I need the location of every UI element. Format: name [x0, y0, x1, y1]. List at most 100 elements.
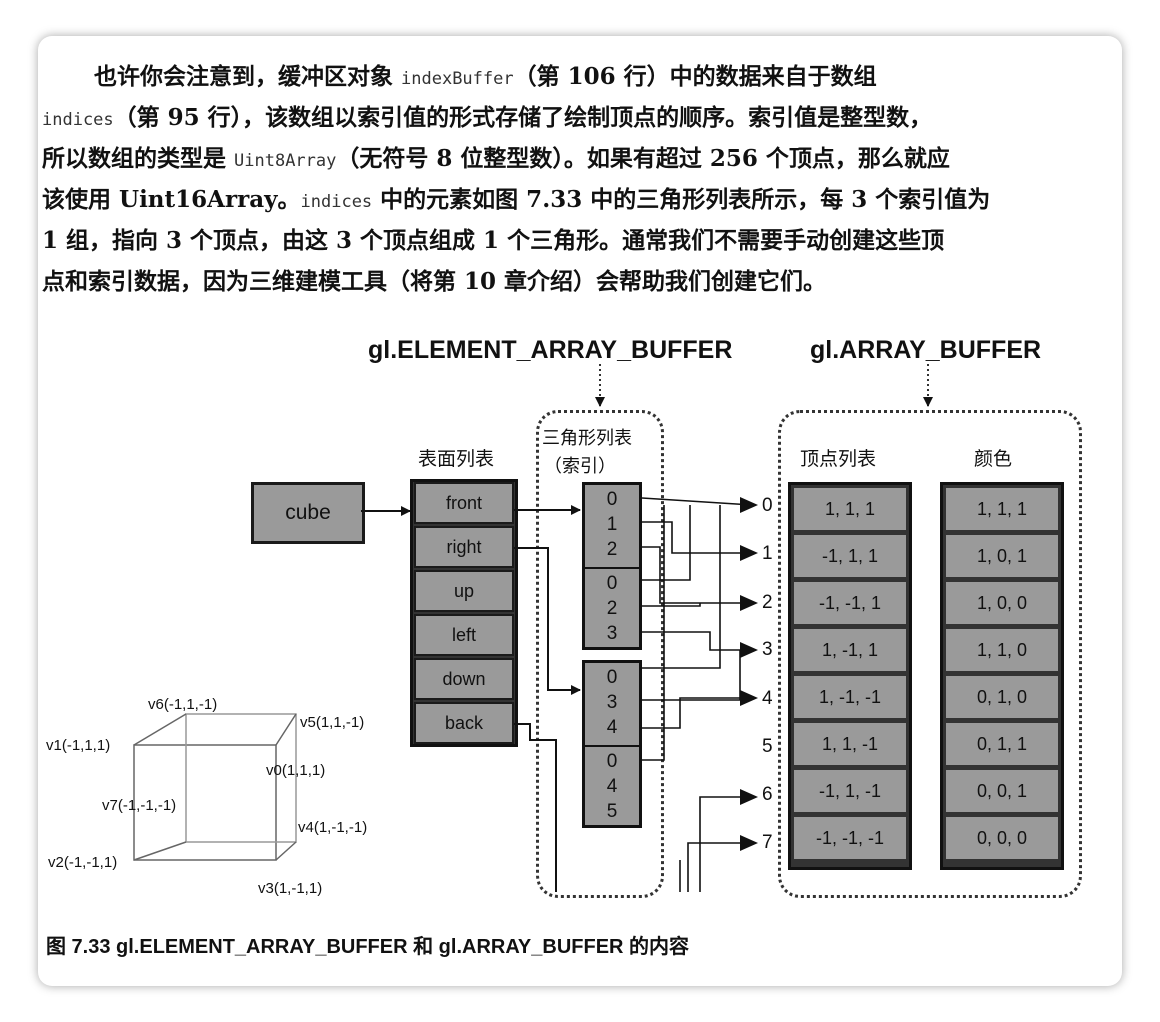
color-cell: 0, 0, 1 — [946, 770, 1058, 812]
cube-edge — [275, 713, 297, 746]
color-list: 1, 1, 1 1, 0, 1 1, 0, 0 1, 1, 0 0, 1, 0 … — [940, 482, 1064, 870]
arrowhead — [740, 789, 758, 805]
vertex-label-v2: v2(-1,-1,1) — [48, 854, 118, 871]
row-index: 7 — [762, 832, 773, 853]
triangle-group-right: 0 3 4 0 4 5 — [582, 660, 642, 828]
paragraph-line-4: 该使用 Uint16Array。indices 中的元素如图 7.33 中的三角… — [42, 186, 991, 213]
index-value: 2 — [606, 539, 618, 560]
wire — [642, 650, 741, 701]
vertex-list-label: 顶点列表 — [800, 448, 877, 470]
index-value: 3 — [606, 623, 618, 644]
face-front: front — [414, 482, 514, 524]
vertex-label-v3: v3(1,-1,1) — [258, 880, 323, 897]
index-value: 3 — [606, 692, 618, 713]
vertex-arrowheads — [740, 497, 758, 851]
paragraph-line-5: 1 组，指向 3 个顶点，由这 3 个顶点组成 1 个三角形。通常我们不需要手动… — [42, 227, 945, 254]
wire — [699, 796, 752, 892]
index-value: 0 — [606, 751, 618, 772]
vertex-label-v7: v7(-1,-1,-1) — [102, 797, 177, 814]
index-value: 2 — [606, 598, 618, 619]
vertex-label-v6: v6(-1,1,-1) — [148, 696, 218, 713]
index-to-vertex-wires — [641, 497, 753, 892]
arrowhead — [740, 642, 758, 658]
vertex-label-v5: v5(1,1,-1) — [300, 714, 365, 731]
wire — [642, 521, 752, 554]
index-value: 0 — [606, 489, 618, 510]
vertex-cell: -1, 1, 1 — [794, 535, 906, 577]
cube-edge — [133, 841, 187, 861]
vertex-cell: 1, 1, -1 — [794, 723, 906, 765]
vertex-label-v0: v0(1,1,1) — [266, 762, 326, 779]
arrowhead — [740, 690, 758, 706]
row-index: 2 — [762, 592, 773, 613]
cube-box: cube — [251, 482, 365, 544]
surface-list-label: 表面列表 — [418, 448, 495, 470]
wire — [642, 697, 752, 729]
element-array-buffer-title: gl.ELEMENT_ARRAY_BUFFER — [368, 336, 733, 364]
vertex-cell: -1, -1, -1 — [794, 817, 906, 859]
group-divider — [585, 745, 639, 747]
arrowhead — [740, 545, 758, 561]
color-cell: 1, 1, 1 — [946, 488, 1058, 530]
vertex-label-v1: v1(-1,1,1) — [46, 737, 111, 754]
code-indexbuffer: indexBuffer — [401, 69, 514, 89]
row-index: 4 — [762, 688, 773, 709]
figure-caption: 图 7.33 gl.ELEMENT_ARRAY_BUFFER 和 gl.ARRA… — [46, 936, 690, 958]
wire — [642, 505, 691, 581]
element-buffer-region — [536, 410, 664, 898]
group-divider — [585, 567, 639, 569]
arrowhead — [740, 595, 758, 611]
wire — [687, 842, 752, 892]
wire — [642, 603, 701, 607]
code-uint8array: Uint8Array — [234, 151, 337, 171]
code-indices: indices — [42, 110, 114, 130]
paragraph-line-1: 也许你会注意到，缓冲区对象 indexBuffer（第 106 行）中的数据来自… — [94, 63, 877, 90]
wire — [642, 546, 752, 604]
color-label: 颜色 — [974, 448, 1013, 470]
color-cell: 0, 1, 0 — [946, 676, 1058, 718]
cube-edge — [133, 713, 187, 746]
cube-edge — [275, 841, 297, 861]
index-value: 0 — [606, 667, 618, 688]
vertex-cell: 1, -1, 1 — [794, 629, 906, 671]
paragraph-line-2: indices（第 95 行），该数组以索引值的形式存储了绘制顶点的顺序。索引值… — [42, 104, 933, 131]
color-cell: 1, 0, 1 — [946, 535, 1058, 577]
array-buffer-title: gl.ARRAY_BUFFER — [810, 336, 1042, 364]
face-left: left — [414, 614, 514, 656]
index-value: 1 — [606, 514, 618, 535]
body-paragraph: 也许你会注意到，缓冲区对象 indexBuffer（第 106 行）中的数据来自… — [42, 56, 1082, 302]
face-back: back — [414, 702, 514, 744]
row-index: 3 — [762, 639, 773, 660]
color-cell: 1, 1, 0 — [946, 629, 1058, 671]
row-index: 6 — [762, 784, 773, 805]
wire — [642, 505, 721, 669]
right-to-triangles-arrow — [514, 547, 581, 695]
row-index: 0 — [762, 495, 773, 516]
paragraph-line-6: 点和索引数据，因为三维建模工具（将第 10 章介绍）会帮助我们创建它们。 — [42, 268, 827, 295]
wire — [642, 505, 665, 761]
vertex-cell: 1, -1, -1 — [794, 676, 906, 718]
wire — [641, 497, 753, 506]
array-buffer-region — [778, 410, 1082, 898]
paragraph-line-3: 所以数组的类型是 Uint8Array（无符号 8 位整型数）。如果有超过 25… — [42, 145, 950, 172]
arrowhead — [740, 835, 758, 851]
vertex-cell: 1, 1, 1 — [794, 488, 906, 530]
index-label: （索引） — [544, 456, 616, 477]
color-cell: 0, 1, 1 — [946, 723, 1058, 765]
triangle-group-front: 0 1 2 0 2 3 — [582, 482, 642, 650]
triangle-list-label: 三角形列表 — [542, 428, 632, 449]
index-value: 4 — [606, 717, 618, 738]
cube-wireframe — [133, 713, 297, 861]
vertex-label-v4: v4(1,-1,-1) — [298, 819, 368, 836]
index-value: 4 — [606, 776, 618, 797]
code-indices-2: indices — [300, 192, 373, 212]
index-value: 5 — [606, 801, 618, 822]
color-cell: 0, 0, 0 — [946, 817, 1058, 859]
vertex-list: 1, 1, 1 -1, 1, 1 -1, -1, 1 1, -1, 1 1, -… — [788, 482, 912, 870]
back-continuation-line — [514, 723, 557, 892]
arrowhead — [740, 497, 758, 513]
row-index: 5 — [762, 736, 773, 757]
wire — [642, 631, 752, 651]
vertex-cell: -1, 1, -1 — [794, 770, 906, 812]
